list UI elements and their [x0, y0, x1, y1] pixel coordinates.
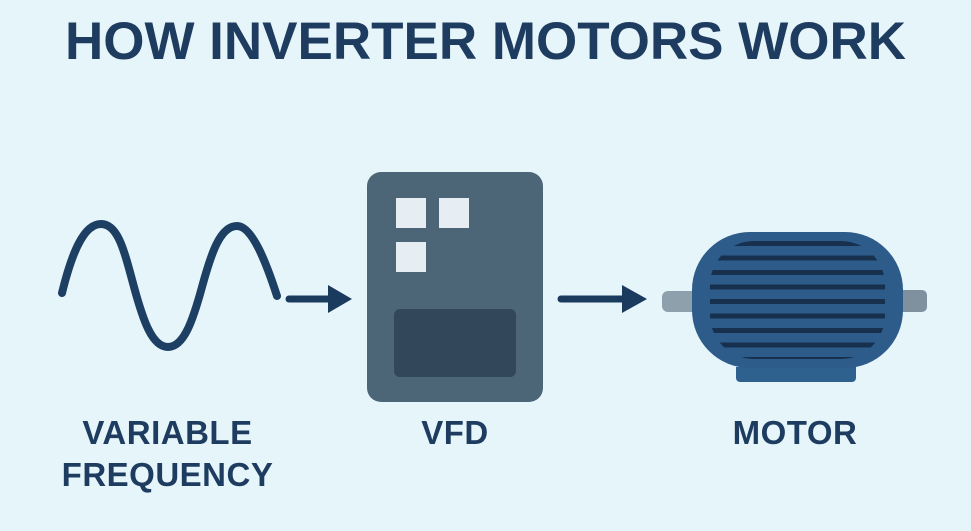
vfd-button-icon [396, 242, 426, 272]
motor-illustration [655, 225, 935, 390]
motor-shaft-right [900, 290, 927, 312]
label-variable-frequency: VARIABLE FREQUENCY [35, 412, 300, 496]
label-variable-frequency-line1: VARIABLE [82, 414, 253, 451]
vfd-button-icon [439, 198, 469, 228]
sine-wave-icon [58, 219, 281, 352]
arrow-right-icon [285, 285, 352, 313]
arrow-right-icon [557, 285, 647, 313]
vfd-button-icon [396, 198, 426, 228]
vfd-device [367, 172, 543, 402]
vfd-display [394, 309, 516, 377]
label-variable-frequency-line2: FREQUENCY [61, 456, 274, 493]
motor-base [736, 367, 856, 382]
motor-fins [710, 241, 885, 359]
motor-body [692, 232, 903, 368]
label-motor: MOTOR [732, 414, 858, 451]
label-vfd: VFD [421, 414, 489, 451]
page-title: HOW INVERTER MOTORS WORK [64, 12, 907, 71]
